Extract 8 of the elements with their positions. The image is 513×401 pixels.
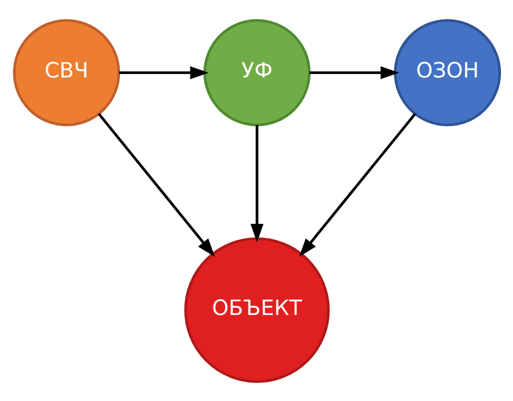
arrow	[298, 112, 416, 256]
node-circle: СВЧ	[12, 18, 120, 126]
arrow	[97, 112, 214, 256]
node-circle: ОЗОН	[393, 18, 501, 126]
node-circle: УФ	[202, 18, 310, 126]
arrow	[118, 66, 208, 79]
arrow	[308, 66, 399, 79]
arrow	[250, 124, 263, 242]
